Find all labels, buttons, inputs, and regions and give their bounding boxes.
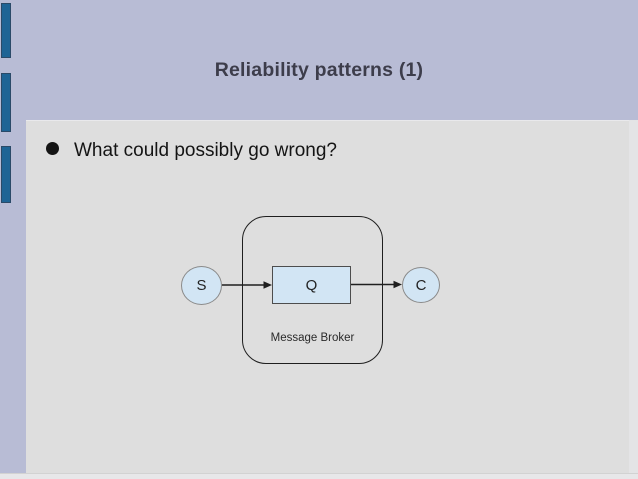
consumer-label: C xyxy=(415,276,427,294)
bullet-marker xyxy=(46,142,59,155)
accent-bar-3 xyxy=(1,146,11,203)
slide-header: Reliability patterns (1) xyxy=(0,0,638,120)
accent-bar-2 xyxy=(1,73,11,132)
queue-node: Q xyxy=(272,266,351,304)
broker-boundary-box xyxy=(242,216,383,364)
source-label: S xyxy=(196,277,207,294)
right-strip xyxy=(629,120,638,473)
consumer-node: C xyxy=(402,267,440,303)
broker-label: Message Broker xyxy=(270,332,355,344)
slide-title: Reliability patterns (1) xyxy=(214,59,424,81)
queue-label: Q xyxy=(305,276,318,294)
bullet-text: What could possibly go wrong? xyxy=(74,140,337,161)
source-node: S xyxy=(181,266,222,305)
bottom-strip xyxy=(0,473,638,479)
accent-bar-1 xyxy=(1,3,11,58)
content-panel: What could possibly go wrong? Q S C Mess… xyxy=(26,120,629,474)
